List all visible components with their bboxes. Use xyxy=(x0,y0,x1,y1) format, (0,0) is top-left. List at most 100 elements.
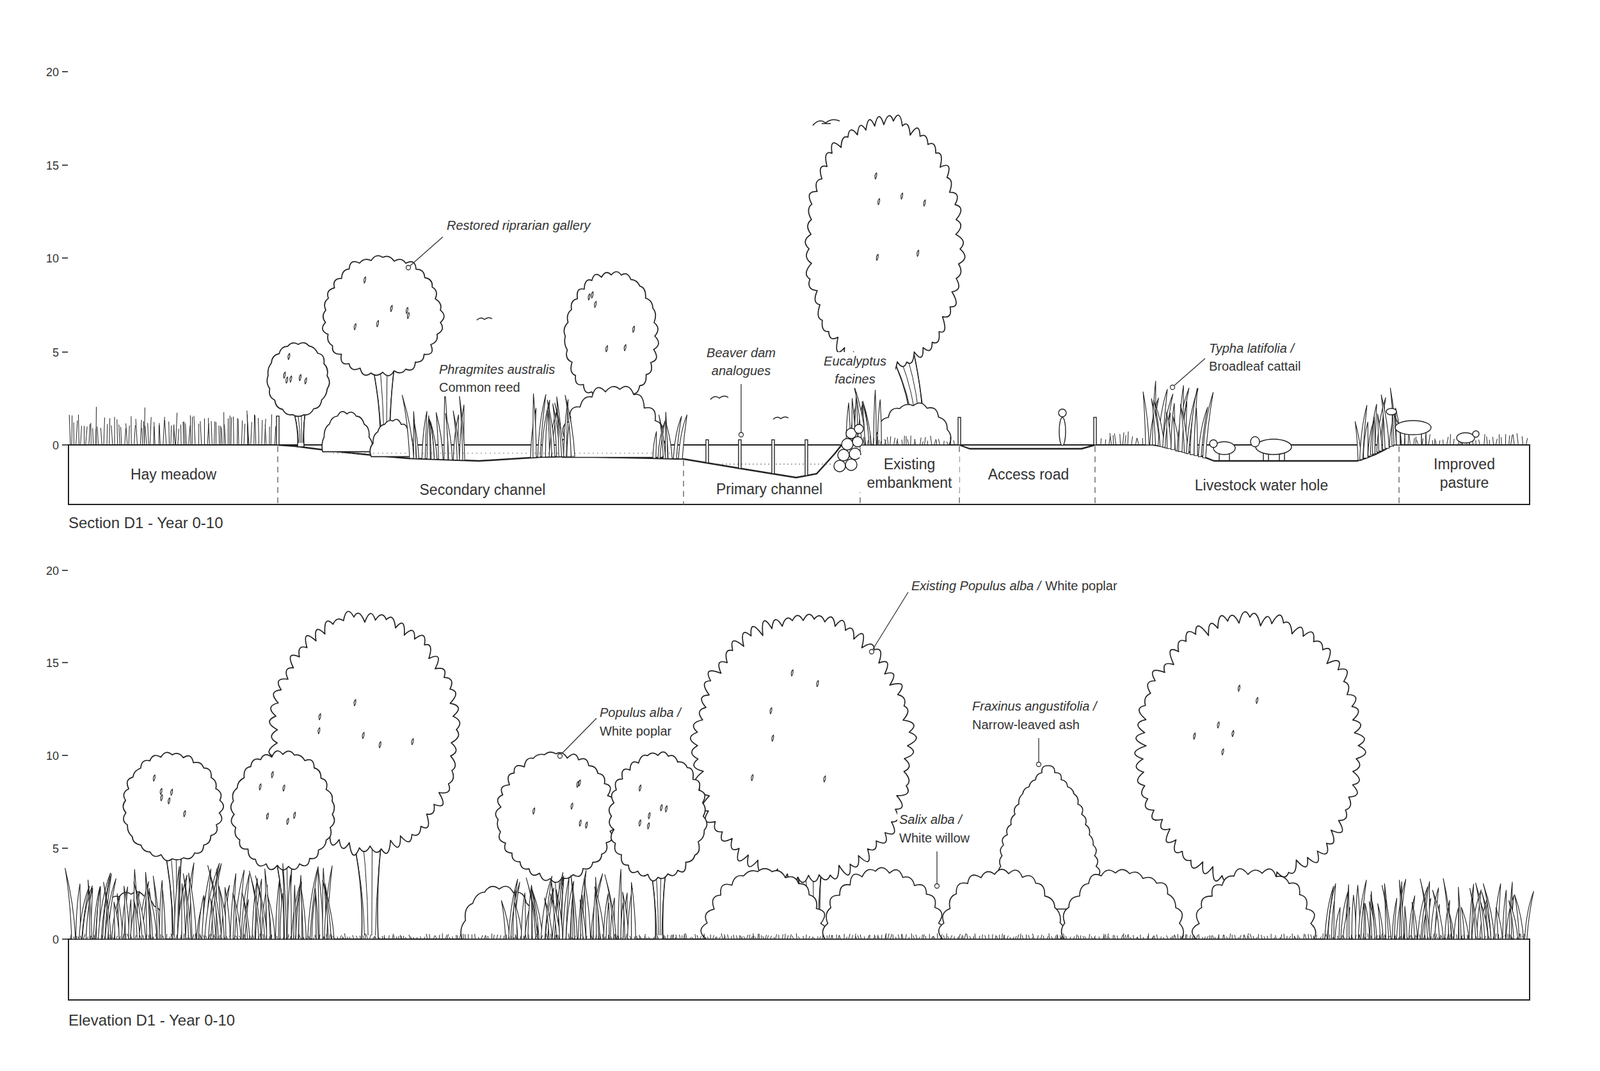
zone-divider xyxy=(277,446,279,505)
reed-blade xyxy=(631,881,636,939)
crown-mark xyxy=(318,727,320,735)
deer-body xyxy=(1395,420,1432,435)
tree xyxy=(805,115,966,445)
common-name: Narrow-leaved ash xyxy=(970,715,1082,734)
zone-divider xyxy=(682,460,685,505)
zone-label: Access road xyxy=(986,465,1072,484)
species-name: Salix alba / xyxy=(897,810,964,829)
grass xyxy=(1100,431,1144,445)
reed-blade xyxy=(315,888,319,939)
zone-label: Secondary channel xyxy=(417,480,548,500)
tree-crown xyxy=(563,271,659,402)
reed-blade xyxy=(275,878,280,939)
reed-clump xyxy=(501,869,637,939)
axis-number: 0 xyxy=(52,931,59,948)
reed-blade xyxy=(1381,394,1389,448)
crown-mark xyxy=(594,301,597,308)
crown-mark xyxy=(1221,748,1224,756)
reed-blade xyxy=(1335,907,1341,939)
reed-blade xyxy=(65,867,76,939)
crown-mark xyxy=(923,199,926,207)
tree xyxy=(495,752,617,939)
reed-blade xyxy=(1328,883,1336,939)
tree-crown xyxy=(805,115,966,377)
reed-blade xyxy=(1458,887,1462,939)
leader-dot xyxy=(1170,385,1176,390)
reed-blade xyxy=(1443,878,1452,939)
axis-tick xyxy=(62,754,68,756)
reed-blade xyxy=(554,403,564,457)
axis-tick xyxy=(62,351,68,353)
leader-line xyxy=(561,718,597,754)
zone-divider xyxy=(1094,446,1096,505)
reed-blade xyxy=(241,892,250,940)
crown-mark xyxy=(299,374,302,381)
crown-mark xyxy=(771,734,774,742)
reed-blade xyxy=(1331,901,1334,939)
crown-mark xyxy=(606,345,608,352)
annotation-label: Eucalyptus facines xyxy=(814,352,896,388)
leader-lines xyxy=(406,236,1206,889)
reed-clump xyxy=(1324,878,1534,939)
reed-blade xyxy=(570,893,573,939)
reed-blade xyxy=(1483,883,1496,940)
reed-blade xyxy=(322,880,335,940)
axis-tick xyxy=(62,257,68,259)
fascine-bundle xyxy=(833,460,846,472)
human-figure xyxy=(1058,408,1067,446)
fence-posts xyxy=(276,416,1097,445)
detail-layer xyxy=(62,71,1480,939)
tree-crown xyxy=(495,752,617,883)
reed-blade xyxy=(188,872,197,939)
axis-number: 20 xyxy=(46,563,59,580)
crown-mark xyxy=(638,819,641,827)
crown-mark xyxy=(266,812,269,820)
common-name: Broadleaf cattail xyxy=(1207,357,1303,376)
species-name: Phragmites australis xyxy=(437,360,557,379)
leader-line xyxy=(1038,737,1039,762)
reed-blade xyxy=(267,894,276,939)
reed-blade xyxy=(1447,908,1455,939)
axis-number: 20 xyxy=(46,64,59,81)
crown-mark xyxy=(751,774,754,781)
crown-mark xyxy=(170,789,173,796)
species-name: Existing Populus alba / xyxy=(909,576,1043,595)
crown-mark xyxy=(917,250,920,257)
reed-clump xyxy=(174,862,335,939)
reed-blade xyxy=(249,871,262,939)
reed-blade xyxy=(1370,894,1377,939)
crown-mark xyxy=(407,312,409,319)
shrub xyxy=(1192,868,1316,939)
livestock xyxy=(1209,408,1480,461)
reed-blade xyxy=(877,399,882,445)
crown-mark xyxy=(353,323,356,331)
reed-blade xyxy=(161,890,166,939)
reed-blade xyxy=(565,394,575,457)
leader-dot xyxy=(406,265,411,271)
reed-blade xyxy=(413,419,419,459)
reed-blade xyxy=(501,900,511,939)
crown-mark xyxy=(318,713,321,720)
shrub xyxy=(875,403,951,445)
axis-tick xyxy=(62,569,68,571)
leader-dot xyxy=(935,883,940,889)
reed-blade xyxy=(307,866,319,939)
reed-blade xyxy=(300,885,307,939)
crown-mark xyxy=(823,775,826,783)
shrub xyxy=(700,868,827,939)
tree-crown xyxy=(1134,611,1366,884)
reed-blade xyxy=(1381,885,1391,939)
reed-clump xyxy=(65,867,166,939)
crown-mark xyxy=(406,307,409,314)
grass xyxy=(70,933,1526,939)
crown-mark xyxy=(660,804,663,811)
axis-tick xyxy=(62,938,68,940)
reed-blade xyxy=(1404,906,1408,939)
reed-blade xyxy=(208,865,223,939)
crown-mark xyxy=(1193,732,1196,740)
reed-blade xyxy=(298,874,303,939)
reed-blade xyxy=(421,411,427,459)
reed-blade xyxy=(1363,421,1368,458)
crown-mark xyxy=(901,192,904,200)
